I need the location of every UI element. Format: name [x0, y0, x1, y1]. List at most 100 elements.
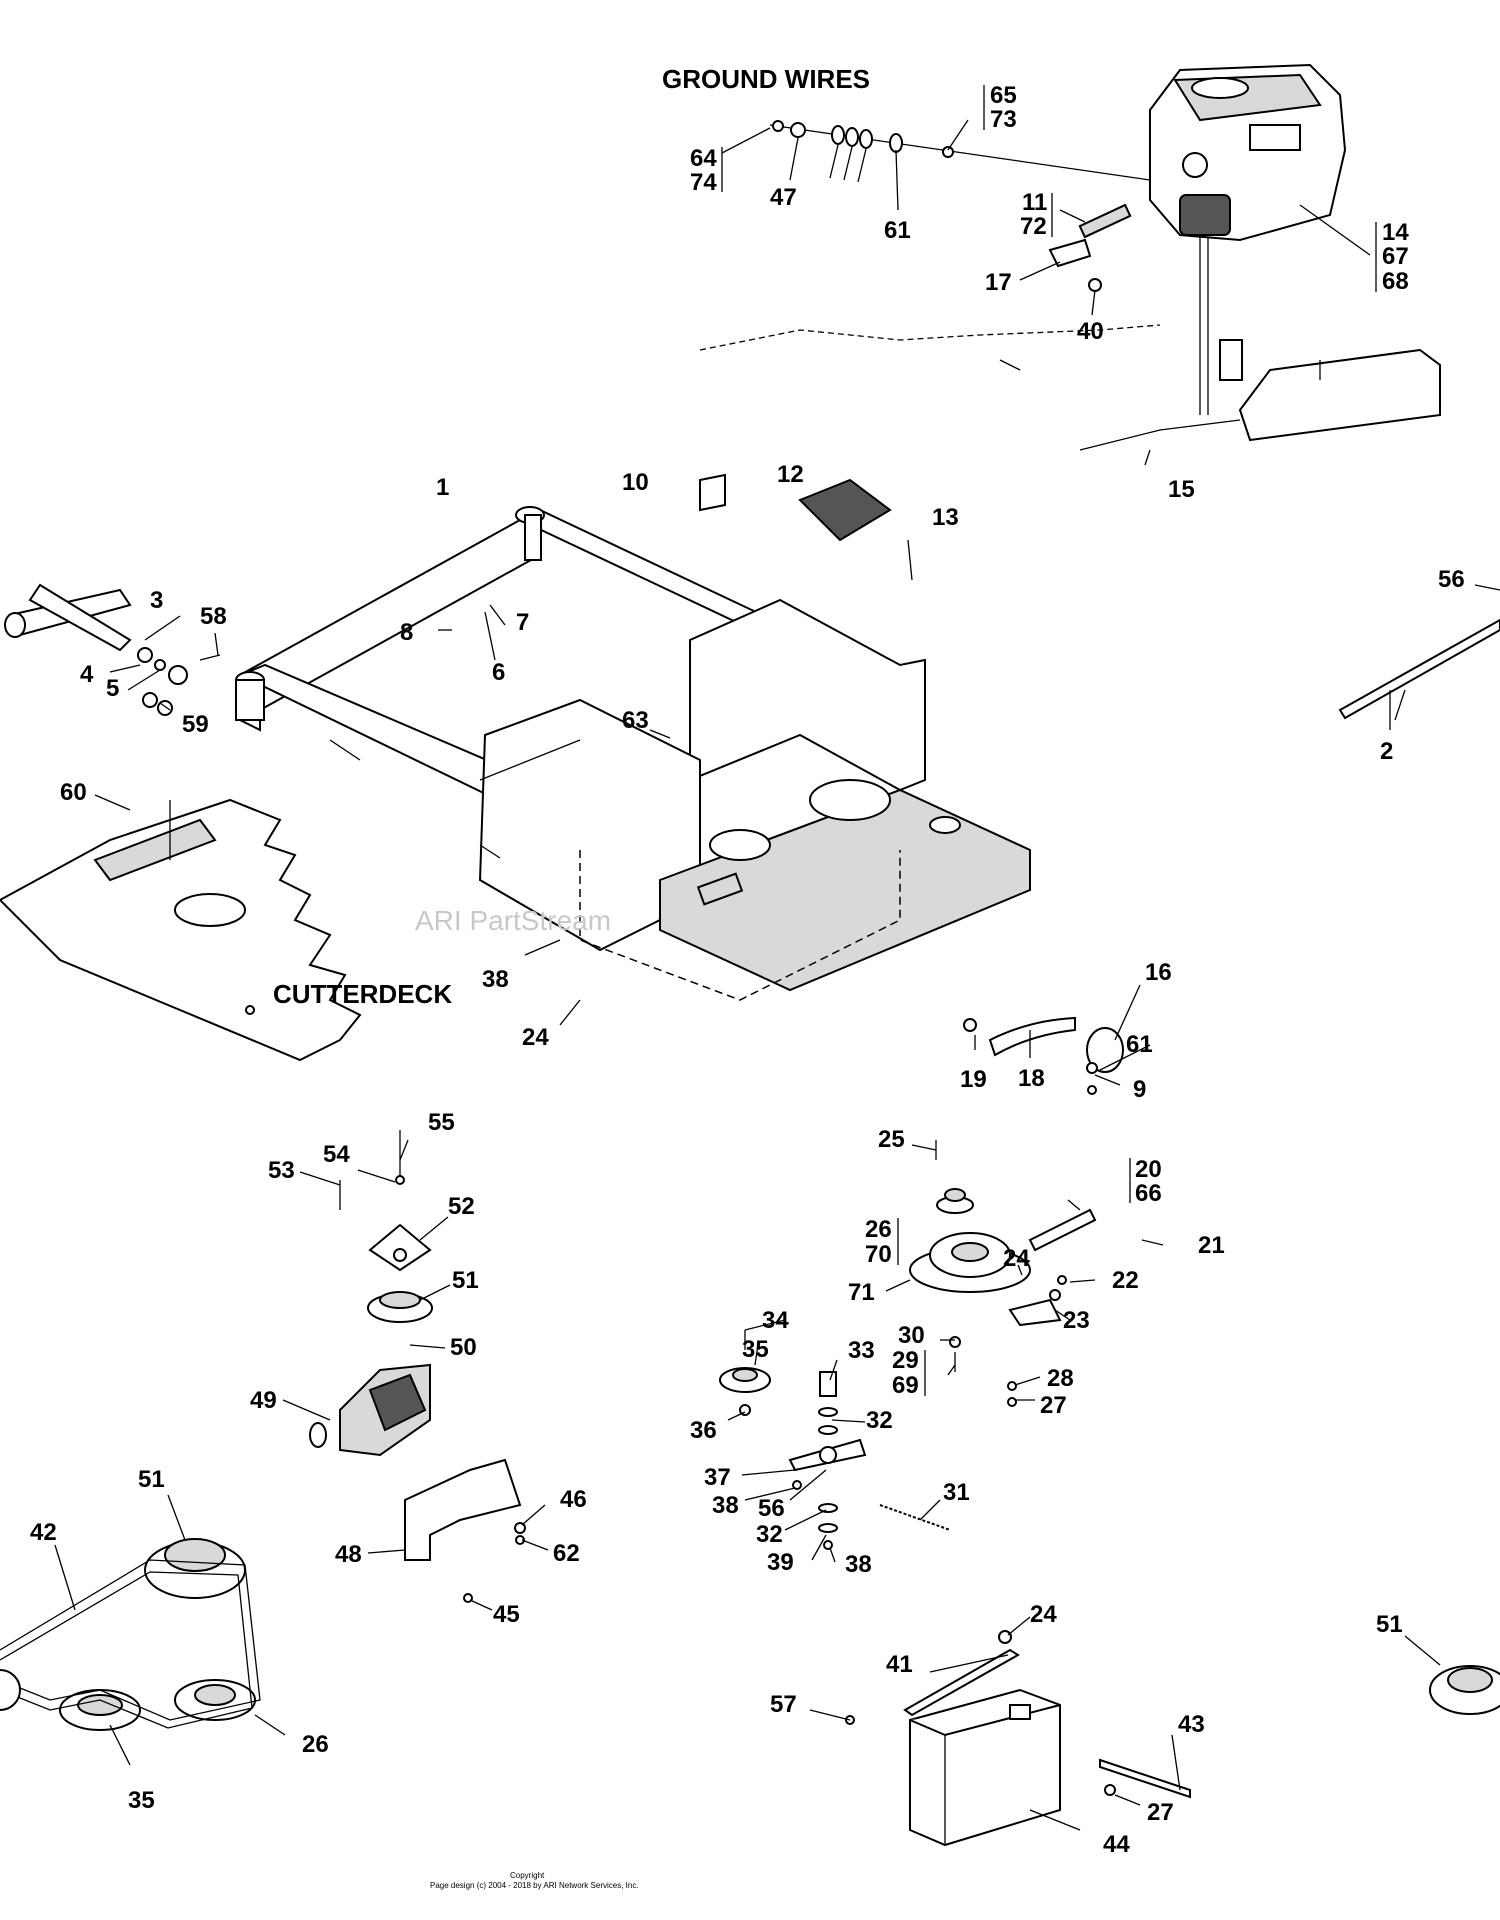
section-label-ground-wires: GROUND WIRES — [662, 64, 870, 94]
callout: 24 — [522, 1024, 549, 1051]
callout: 46 — [560, 1486, 587, 1513]
callout: 27 — [1147, 1799, 1174, 1826]
callout: 27 — [1040, 1392, 1067, 1419]
callout: 58 — [200, 603, 227, 630]
callout: 62 — [553, 1540, 580, 1567]
callout: 10 — [622, 469, 649, 496]
callout: 32 — [756, 1521, 783, 1548]
muffler — [1079, 339, 1441, 451]
callout: 61 — [1126, 1031, 1153, 1058]
callout: 21 — [1198, 1232, 1225, 1259]
callout: 4 — [80, 661, 94, 688]
callout: 44 — [1103, 1831, 1130, 1858]
idler-arm — [719, 1330, 951, 1550]
callout: 68 — [1382, 268, 1409, 295]
callout: 25 — [878, 1126, 905, 1153]
callout: 6 — [492, 659, 505, 686]
callout: 74 — [690, 169, 717, 196]
callout: 48 — [335, 1541, 362, 1568]
fuel-filter — [963, 1016, 1124, 1095]
electric-clutch — [909, 1140, 1097, 1407]
callout: 32 — [866, 1407, 893, 1434]
callout: 19 — [960, 1066, 987, 1093]
transmission-bracket — [404, 1458, 526, 1603]
callout: 61 — [884, 217, 911, 244]
callout: 57 — [770, 1691, 797, 1718]
section-label-cutterdeck: CUTTERDECK — [273, 979, 452, 1009]
battery-assembly — [845, 1630, 1191, 1847]
rod — [1338, 618, 1500, 720]
callout: 49 — [250, 1387, 277, 1414]
callout: 9 — [1133, 1076, 1146, 1103]
callout: 41 — [886, 1651, 913, 1678]
callout: 54 — [323, 1141, 350, 1168]
callout: 39 — [767, 1549, 794, 1576]
callout: 73 — [990, 106, 1017, 133]
callout: 17 — [985, 269, 1012, 296]
watermark: ARI PartStream — [415, 905, 611, 936]
callout: 34 — [762, 1307, 789, 1334]
callout: 30 — [898, 1322, 925, 1349]
callout: 12 — [777, 461, 804, 488]
seat-switch-and-pedal — [699, 324, 1161, 581]
callout: 36 — [690, 1417, 717, 1444]
callout: 8 — [400, 619, 413, 646]
callout: 33 — [848, 1337, 875, 1364]
callout: 35 — [742, 1336, 769, 1363]
callout: 70 — [865, 1241, 892, 1268]
callout: 50 — [450, 1334, 477, 1361]
callout: 37 — [704, 1464, 731, 1491]
callout: 63 — [622, 707, 649, 734]
callout: 38 — [845, 1551, 872, 1578]
callout: 23 — [1063, 1307, 1090, 1334]
callout: 11 — [1022, 189, 1047, 216]
callout: 56 — [758, 1495, 785, 1522]
copyright-line-2: Page design (c) 2004 - 2018 by ARI Netwo… — [430, 1881, 639, 1890]
part-callouts: 6 5 73 64 74 4 7 61 11 72 14 67 68 17 40 1… — [30, 82, 1465, 1858]
callout: 52 — [448, 1193, 475, 1220]
callout: 71 — [848, 1279, 875, 1306]
engine-assembly — [1149, 63, 1347, 415]
ground-wire-hardware — [769, 120, 1151, 183]
callout: 38 — [482, 966, 509, 993]
callout: 3 — [150, 587, 163, 614]
callout: 14 — [1382, 219, 1409, 246]
callout: 42 — [30, 1519, 57, 1546]
callout: 1 — [436, 474, 449, 501]
callout: 20 — [1135, 1156, 1162, 1183]
callout: 43 — [1178, 1711, 1205, 1738]
belt-layout — [0, 1538, 1500, 1731]
callout: 26 — [302, 1731, 329, 1758]
callout: 28 — [1047, 1365, 1074, 1392]
callout: 26 — [865, 1216, 892, 1243]
callout: 51 — [452, 1267, 479, 1294]
callout: 24 — [1003, 1245, 1030, 1272]
fuel-fitting — [1048, 203, 1132, 292]
callout: 29 — [892, 1347, 919, 1374]
callout-brackets — [721, 85, 1377, 1396]
callout: 56 — [1438, 566, 1465, 593]
callout: 53 — [268, 1157, 295, 1184]
callout: 72 — [1020, 213, 1047, 240]
callout: 69 — [892, 1372, 919, 1399]
callout: 40 — [1077, 318, 1104, 345]
callout: 2 — [1380, 738, 1393, 765]
front-axle — [4, 583, 221, 716]
callout: 67 — [1382, 243, 1409, 270]
callout: 64 — [690, 145, 717, 172]
callout: 18 — [1018, 1065, 1045, 1092]
callout: 35 — [128, 1787, 155, 1814]
callout: 15 — [1168, 476, 1195, 503]
cutterdeck — [0, 798, 362, 1062]
callout: 13 — [932, 504, 959, 531]
callout: 5 — [106, 675, 119, 702]
callout: 60 — [60, 779, 87, 806]
callout: 16 — [1145, 959, 1172, 986]
transmission-assembly — [309, 1130, 433, 1457]
leader-lines — [54, 119, 1500, 1831]
callout: 31 — [943, 1479, 970, 1506]
copyright-line-1: Copyright — [510, 1871, 545, 1880]
callout: 7 — [516, 609, 529, 636]
main-frame — [235, 506, 1031, 1001]
